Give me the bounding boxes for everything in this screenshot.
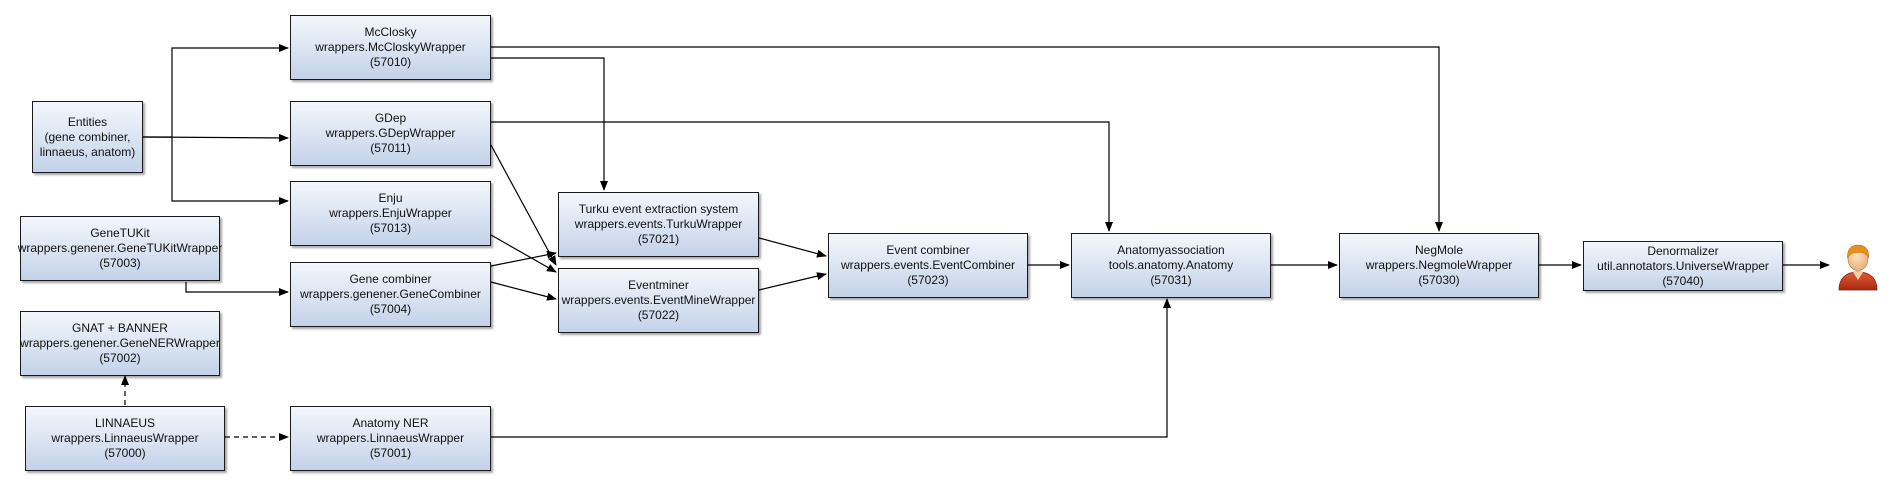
node-linnaeus-port: (57000) [104,446,146,460]
node-event-combiner-title: Event combiner [886,243,970,257]
node-mcclosky-class: wrappers.McCloskyWrapper [315,40,466,54]
user-icon [1838,244,1878,291]
node-event-combiner-class: wrappers.events.EventCombiner [840,258,1016,272]
node-anatomy-ner: Anatomy NER wrappers.LinnaeusWrapper (57… [290,406,491,471]
node-gene-combiner-title: Gene combiner [349,272,432,286]
node-linnaeus: LINNAEUS wrappers.LinnaeusWrapper (57000… [25,406,225,471]
node-linnaeus-class: wrappers.LinnaeusWrapper [51,431,199,445]
node-entities-line-2: (gene combiner, [44,129,131,144]
node-genetukit-port: (57003) [99,256,141,270]
node-anatomy-ner-port: (57001) [369,446,412,460]
node-event-combiner-port: (57023) [907,273,949,287]
edge-gdep-anatomy [491,121,1113,232]
edge-genecombiner-eventminer [490,281,557,301]
node-anatomy-ner-class: wrappers.LinnaeusWrapper [316,431,465,445]
edge-eventminer-eventcombiner [758,272,827,291]
node-gdep-title: GDep [374,111,407,125]
node-eventminer-title: Eventminer [628,278,689,292]
node-mcclosky-title: McClosky [364,25,417,39]
edge-gdep-eventminer [490,144,557,266]
node-gnat-banner-port: (57002) [99,351,141,365]
node-anatomyassociation-port: (57031) [1150,273,1192,287]
edge-entities-enju [171,137,289,205]
node-mcclosky: McClosky wrappers.McCloskyWrapper (57010… [290,15,491,80]
node-turku-title: Turku event extraction system [578,202,739,216]
node-gene-combiner-class: wrappers.genener.GeneCombiner [300,287,481,301]
node-eventminer-port: (57022) [637,308,680,322]
node-anatomy-ner-title: Anatomy NER [352,416,429,430]
node-linnaeus-title: LINNAEUS [94,416,156,430]
node-anatomyassociation: Anatomyassociation tools.anatomy.Anatomy… [1071,233,1271,298]
node-entities: Entities (gene combiner, linnaeus, anato… [32,101,143,173]
node-event-combiner: Event combiner wrappers.events.EventComb… [828,233,1028,298]
node-eventminer: Eventminer wrappers.events.EventMineWrap… [558,268,759,333]
node-gnat-banner: GNAT + BANNER wrappers.genener.GeneNERWr… [20,311,220,376]
edge-mcclosky-negmole [491,46,1443,232]
edge-entities-mcclosky [142,44,289,138]
node-enju-class: wrappers.EnjuWrapper [329,206,452,220]
node-turku: Turku event extraction system wrappers.e… [558,192,759,257]
node-turku-port: (57021) [637,232,680,246]
node-entities-line-3: linnaeus, anatom) [39,144,136,159]
node-anatomyassociation-title: Anatomyassociation [1117,243,1225,257]
node-enju-port: (57013) [369,221,412,235]
node-eventminer-class: wrappers.events.EventMineWrapper [561,293,756,307]
node-mcclosky-port: (57010) [369,55,412,69]
node-enju-title: Enju [378,191,403,205]
node-entities-line-1: Entities [67,114,108,129]
node-enju: Enju wrappers.EnjuWrapper (57013) [290,181,491,246]
node-turku-class: wrappers.events.TurkuWrapper [574,217,743,231]
edge-turku-eventcombiner [758,237,827,258]
node-denormalizer-title: Denormalizer [1647,243,1719,258]
node-negmole-class: wrappers.NegmoleWrapper [1365,258,1513,272]
edge-mcclosky-turku [491,57,608,191]
node-denormalizer-class: util.annotators.UniverseWrapper [1597,258,1769,273]
edge-anatomyner-anatomy [491,298,1171,438]
node-denormalizer-port: (57040) [1662,273,1704,288]
node-gdep-class: wrappers.GDepWrapper [325,126,456,140]
node-anatomyassociation-class: tools.anatomy.Anatomy [1108,258,1234,272]
node-negmole: NegMole wrappers.NegmoleWrapper (57030) [1339,233,1539,298]
node-genetukit-title: GeneTUKit [90,226,150,240]
node-gdep: GDep wrappers.GDepWrapper (57011) [290,101,491,166]
node-gene-combiner-port: (57004) [369,302,412,316]
node-gnat-banner-title: GNAT + BANNER [72,321,168,335]
node-negmole-title: NegMole [1414,243,1464,257]
node-negmole-port: (57030) [1418,273,1460,287]
node-genetukit: GeneTUKit wrappers.genener.GeneTUKitWrap… [17,216,223,281]
edge-genecombiner-turku [490,250,557,267]
node-denormalizer: Denormalizer util.annotators.UniverseWra… [1583,241,1783,291]
edge-genetukit-genecombiner [185,282,289,296]
node-gene-combiner: Gene combiner wrappers.genener.GeneCombi… [290,262,491,327]
node-genetukit-class: wrappers.genener.GeneTUKitWrapper [17,241,223,255]
node-gdep-port: (57011) [370,141,411,155]
node-gnat-banner-class: wrappers.genener.GeneNERWrapper [20,336,220,350]
edge-entities-gdep [141,133,289,142]
edge-enju-eventminer [490,234,557,273]
